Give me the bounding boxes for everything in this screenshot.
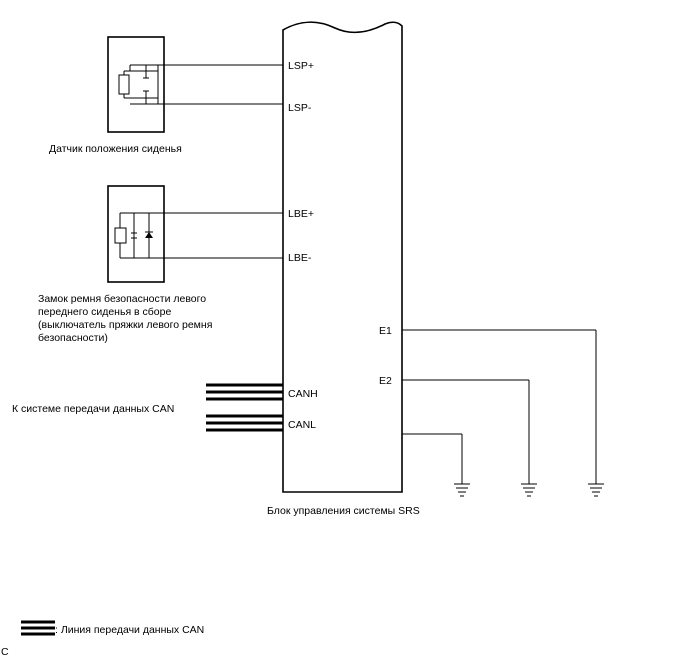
- pin-lsp-plus: LSP+: [288, 60, 314, 72]
- buckle-switch-label-line-4: безопасности): [38, 332, 108, 344]
- legend-can-line-label: : Линия передачи данных CAN: [55, 624, 204, 636]
- buckle-switch-label-line-1: Замок ремня безопасности левого: [38, 293, 206, 305]
- buckle-switch: [107, 185, 283, 283]
- ground-wires: [402, 329, 597, 484]
- ecu-label: Блок управления системы SRS: [267, 505, 420, 517]
- srs-ecu-block: [282, 21, 403, 493]
- pin-e1: E1: [379, 325, 392, 337]
- buckle-switch-label-line-3: (выключатель пряжки левого ремня: [38, 319, 212, 331]
- corner-mark: C: [1, 646, 9, 658]
- pin-canl: CANL: [288, 419, 316, 431]
- ground-symbol-icon: [588, 483, 604, 497]
- legend-can-line-symbol: [21, 620, 55, 636]
- buckle-switch-label-line-2: переднего сиденья в сборе: [38, 306, 171, 318]
- seat-position-sensor-label: Датчик положения сиденья: [49, 143, 182, 155]
- buckle-switch-label: Замок ремня безопасности левого переднег…: [38, 293, 215, 344]
- can-system-label: К системе передачи данных CAN: [12, 403, 174, 415]
- pin-lbe-plus: LBE+: [288, 208, 314, 220]
- pin-canh: CANH: [288, 388, 318, 400]
- ground-symbol-icon: [454, 483, 470, 497]
- pin-lsp-minus: LSP-: [288, 102, 312, 114]
- ground-symbol-icon: [521, 483, 537, 497]
- pin-lbe-minus: LBE-: [288, 252, 312, 264]
- pin-e2: E2: [379, 375, 392, 387]
- can-bus-lines: [206, 383, 283, 432]
- seat-position-sensor: [107, 36, 283, 133]
